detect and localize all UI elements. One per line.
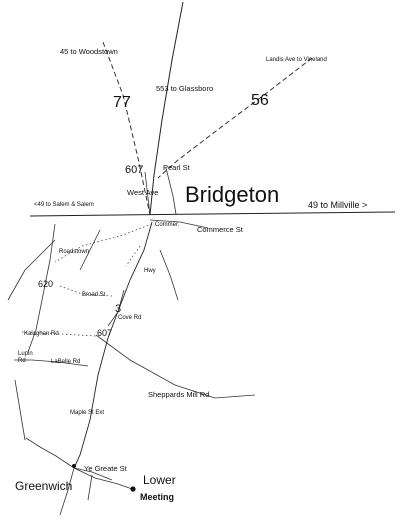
label-sheppards-mill: Sheppards Mill Rd <box>148 390 209 399</box>
label-commerce-short: Commer. <box>155 222 180 228</box>
route-3-label: 3 <box>115 303 121 315</box>
label-pearl-st: Pearl St <box>163 163 191 172</box>
road-620 <box>27 223 56 353</box>
road-greenwich-south <box>59 467 75 516</box>
label-kalaghan-rd: Kalaghan Rd <box>24 331 59 337</box>
road-rural-1 <box>7 239 56 301</box>
route-77-label: 77 <box>113 94 131 111</box>
route-607-north-label: 607 <box>125 164 143 176</box>
label-to-salem: <49 to Salem & Salem <box>34 202 94 208</box>
route-56-label: 56 <box>251 92 269 109</box>
label-broad-st: Broad St <box>82 292 106 298</box>
road-route-45-woodstown <box>102 41 151 216</box>
lower-meeting-marker <box>130 486 136 492</box>
label-lupin-rd-2: Rd <box>18 358 26 364</box>
road-to-lower-meeting <box>73 467 133 490</box>
road-greenwich-south-2 <box>87 474 93 501</box>
road-commerce-st <box>149 219 209 229</box>
road-west-ave <box>144 171 151 216</box>
road-route-607-south <box>73 221 153 469</box>
label-lupin-rd: Lupin <box>18 351 33 357</box>
road-route-56-vineland <box>157 57 313 179</box>
road-route-49 <box>29 211 396 217</box>
road-roadstown <box>54 223 153 263</box>
place-greenwich: Greenwich <box>15 479 72 493</box>
road-kalaghan-rd <box>21 331 97 337</box>
road-sheppards-mill <box>95 334 256 399</box>
label-commerce-st: Commerce St <box>197 225 244 234</box>
label-maple-st-ext: Maple St Ext <box>70 410 104 416</box>
road-rural-3 <box>79 229 101 271</box>
road-rural-4 <box>159 249 179 301</box>
road-pearl-st <box>165 167 177 215</box>
label-to-glassboro: 553 to Glassboro <box>156 84 213 93</box>
road-route-3 <box>107 289 125 327</box>
greenwich-marker <box>72 464 76 468</box>
road-lupin-rd <box>14 359 89 367</box>
place-lower-meeting-line2: Meeting <box>140 492 174 502</box>
road-rural-2 <box>14 379 26 441</box>
route-607-south-label: 607 <box>97 328 112 338</box>
road-hwy-branch <box>125 245 141 267</box>
label-to-millville: 49 to Millville > <box>308 200 367 210</box>
place-lower-meeting-line1: Lower <box>143 473 176 487</box>
label-labelle-rd: LaBelle Rd <box>51 359 80 365</box>
road-route-77 <box>149 1 184 216</box>
label-west-ave: West Ave <box>127 188 158 197</box>
label-to-vineland: Landis Ave to Vineland <box>266 57 327 63</box>
label-cove-rd: Cove Rd <box>118 315 141 321</box>
label-to-woodstown: 45 to Woodstown <box>60 47 118 56</box>
place-bridgeton: Bridgeton <box>185 182 279 207</box>
label-hwy: Hwy <box>144 268 156 274</box>
label-ye-greate-st: Ye Greate St <box>84 464 128 473</box>
label-roadstown: Roadstown <box>59 249 89 255</box>
route-620-label: 620 <box>38 279 53 289</box>
road-greenwich-approach <box>25 437 113 481</box>
